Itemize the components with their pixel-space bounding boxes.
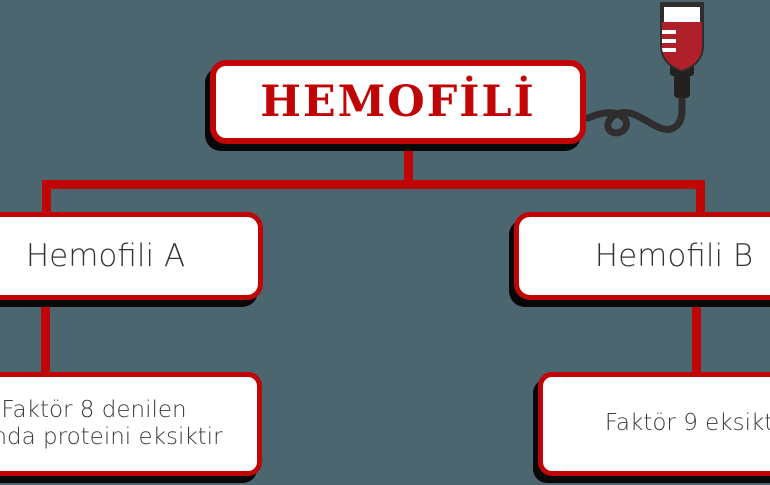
node-hemofili-b[interactable]: Hemofili B: [514, 212, 770, 300]
connector-left-branch-detail: [41, 296, 50, 378]
node-root-label: HEMOFİLİ: [260, 76, 536, 127]
node-root-hemofili[interactable]: HEMOFİLİ: [210, 60, 586, 144]
connector-right-branch-detail: [692, 296, 701, 378]
connector-root-stem: [404, 142, 413, 184]
node-faktor8-detail[interactable]: Faktör 8 denilen kanda proteini eksiktir: [0, 372, 262, 476]
connector-drop-right: [696, 180, 705, 218]
node-hemofili-b-label: Hemofili B: [594, 237, 754, 274]
node-faktor8-label: Faktör 8 denilen kanda proteini eksiktir: [0, 396, 223, 450]
node-hemofili-a-label: Hemofili A: [25, 237, 186, 274]
node-hemofili-a[interactable]: Hemofili A: [0, 212, 263, 300]
node-faktor9-label: Faktör 9 eksiktir: [604, 410, 770, 437]
node-faktor9-detail[interactable]: Faktör 9 eksiktir: [538, 372, 770, 476]
blood-bag-iv-icon: [584, 0, 706, 150]
connector-horizontal-bus: [42, 180, 705, 189]
connector-drop-left: [42, 180, 51, 218]
